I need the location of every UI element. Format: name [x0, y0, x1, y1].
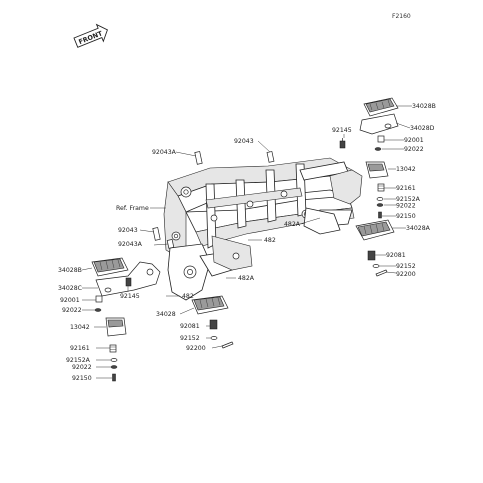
label-92022-left: 92022: [62, 307, 82, 314]
label-92152-right: 92152: [396, 263, 416, 270]
label-92145-left: 92145: [120, 293, 140, 300]
label-92150-right: 92150: [396, 213, 416, 220]
bolt-92001-right: [377, 135, 385, 143]
label-92043-mid: 92043: [118, 227, 138, 234]
label-482A-right: 482A: [284, 221, 301, 228]
label-92152A-right: 92152A: [396, 196, 421, 203]
main-frame: [163, 157, 363, 301]
spring-92161-left: [109, 344, 117, 353]
label-92022-right: 92022: [404, 146, 424, 153]
washer-92152A-left: [110, 358, 118, 362]
label-92081-center: 92081: [180, 323, 200, 330]
label-92200-right: 92200: [396, 271, 416, 278]
label-92081-right: 92081: [386, 252, 406, 259]
washer-92152A-right: [376, 197, 384, 201]
bolt-92043-mid: [152, 227, 161, 241]
label-34028C: 34028C: [58, 285, 82, 292]
pin-92150-right: [378, 211, 382, 219]
spring-92081-center: [209, 319, 218, 330]
label-92001-right: 92001: [404, 137, 424, 144]
label-34028D: 34028D: [410, 125, 435, 132]
bolt-92001-left: [95, 295, 103, 303]
plate-13042-left: [105, 317, 127, 337]
label-34028-center: 34028: [156, 311, 176, 318]
plate-13042-right: [365, 161, 389, 179]
label-34028B-right: 34028B: [412, 103, 436, 110]
footpeg-34028A-right: [355, 219, 395, 241]
label-92152A-left: 92152A: [66, 357, 91, 364]
footpeg-34028B-left: [91, 257, 129, 277]
label-482-center: 482: [182, 293, 194, 300]
footpeg-34028B-right: [363, 97, 399, 117]
washer-92022-left: [94, 308, 102, 312]
label-13042-left: 13042: [70, 324, 90, 331]
label-13042-right: 13042: [396, 166, 416, 173]
label-92022-left-2: 92022: [72, 364, 92, 371]
label-92150-left: 92150: [72, 375, 92, 382]
leader-lines: [81, 105, 412, 379]
label-ref-frame: Ref. Frame: [116, 205, 149, 212]
bolt-92043A-mid: [166, 239, 175, 249]
label-92161-right: 92161: [396, 185, 416, 192]
label-92043-top: 92043: [234, 138, 254, 145]
label-92001-left: 92001: [60, 297, 80, 304]
bolt-92043-top: [266, 151, 275, 163]
spring-92081-right: [367, 250, 376, 261]
pin-92150-left: [112, 373, 116, 382]
bracket-34028D: [359, 113, 399, 135]
label-92043A-mid: 92043A: [118, 241, 143, 248]
label-34028A-right: 34028A: [406, 225, 431, 232]
bolt-92043A-top: [194, 151, 203, 165]
washer-92152-right: [372, 264, 380, 268]
label-482-mid: 482: [264, 237, 276, 244]
part-labels: 34028B 34028D 92145 92001 92022 13042 92…: [58, 103, 436, 382]
footpeg-34028-center: [191, 295, 229, 315]
bolt-92145-left: [125, 277, 132, 287]
label-34028B-left: 34028B: [58, 267, 82, 274]
washer-92152-center: [210, 336, 218, 340]
washer-92022-right: [374, 147, 382, 151]
washer-92022-right-2: [376, 203, 384, 207]
label-92022-right-2: 92022: [396, 203, 416, 210]
label-482A-center: 482A: [238, 275, 255, 282]
bolt-92145-right: [339, 138, 346, 149]
pin-92200-center: [221, 341, 234, 349]
washer-92022-left-2: [110, 365, 118, 369]
label-92152-center: 92152: [180, 335, 200, 342]
front-arrow-icon: FRONT: [73, 23, 108, 48]
spring-92161-right: [377, 183, 385, 192]
label-92145-right: 92145: [332, 127, 352, 134]
figure-id: F2160: [392, 13, 411, 20]
label-92161-left: 92161: [70, 345, 90, 352]
pin-92200-right: [375, 269, 388, 277]
label-92043A-top: 92043A: [152, 149, 177, 156]
label-92200-center: 92200: [186, 345, 206, 352]
